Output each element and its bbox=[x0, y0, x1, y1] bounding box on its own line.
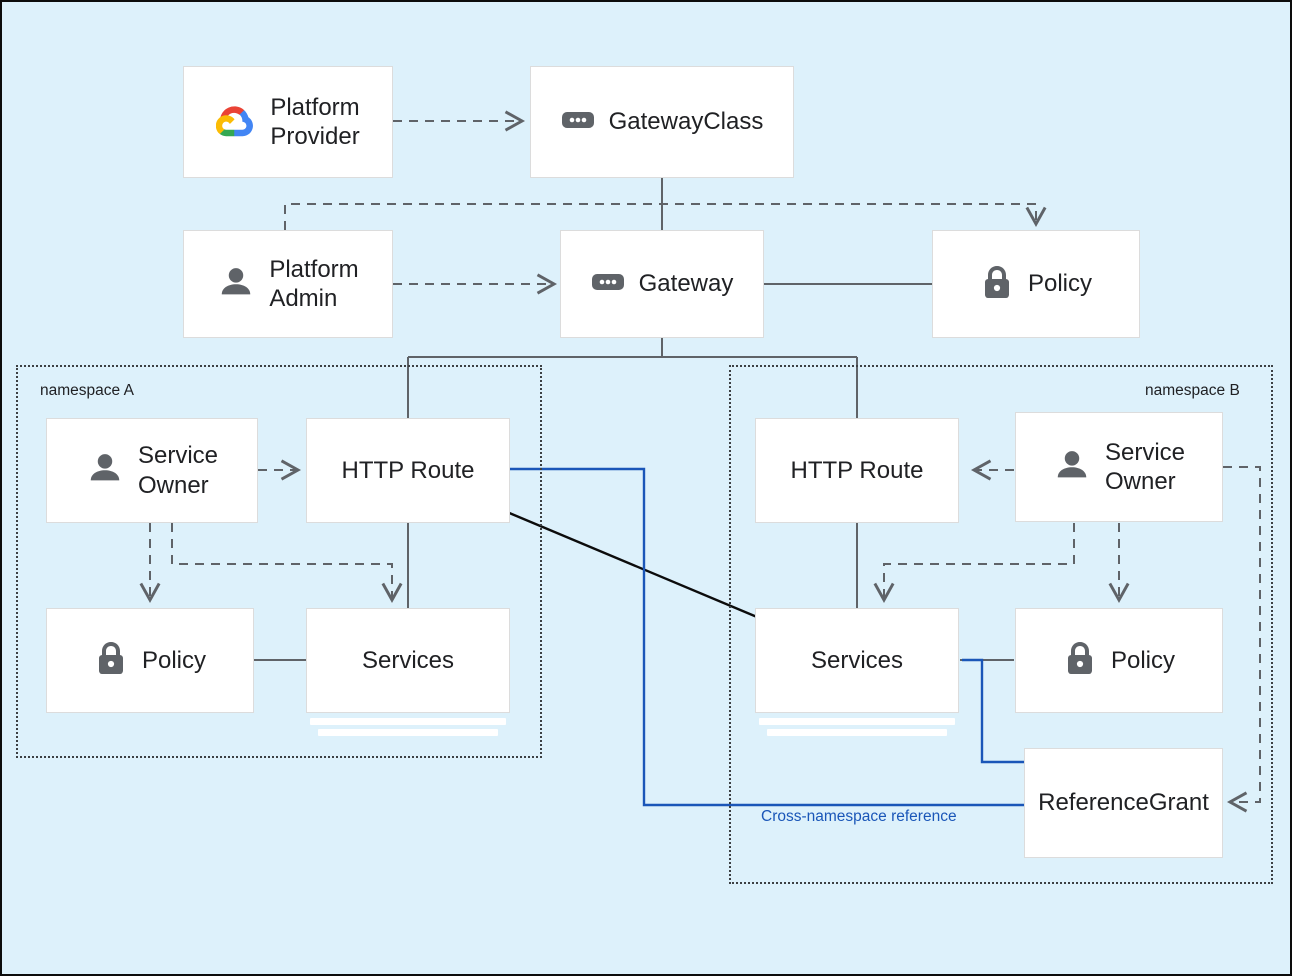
node-services-a-label: Services bbox=[361, 646, 455, 674]
node-reference-grant-label: ReferenceGrant bbox=[1038, 789, 1209, 817]
node-service-owner-b-label: Service Owner bbox=[1104, 438, 1186, 495]
services-a-stack-bar-2 bbox=[318, 729, 498, 736]
edge-route-a-to-services-b bbox=[506, 510, 758, 619]
node-http-route-a-label: HTTP Route bbox=[341, 456, 475, 484]
node-service-owner-a[interactable]: Service Owner bbox=[46, 418, 258, 523]
node-gateway-label: Gateway bbox=[638, 270, 734, 298]
services-a-stack-bar-1 bbox=[310, 718, 506, 725]
node-platform-admin[interactable]: Platform Admin bbox=[183, 230, 393, 338]
namespace-b-container bbox=[729, 365, 1273, 884]
node-platform-admin-label: Platform Admin bbox=[269, 255, 359, 312]
node-platform-provider-label: Platform Provider bbox=[270, 93, 360, 150]
node-service-owner-a-label: Service Owner bbox=[137, 442, 219, 499]
node-http-route-b-label: HTTP Route bbox=[790, 456, 924, 484]
node-policy-b-label: Policy bbox=[1110, 646, 1176, 674]
google-cloud-icon bbox=[216, 100, 256, 145]
namespace-a-container bbox=[16, 365, 542, 758]
person-icon bbox=[217, 263, 255, 306]
node-policy-b[interactable]: Policy bbox=[1015, 608, 1223, 713]
gatewayclass-icon bbox=[561, 108, 595, 137]
node-policy-a[interactable]: Policy bbox=[46, 608, 254, 713]
gateway-icon bbox=[591, 270, 625, 299]
node-service-owner-b[interactable]: Service Owner bbox=[1015, 412, 1223, 522]
namespace-b-label: namespace B bbox=[1145, 382, 1240, 399]
node-gatewayclass-label: GatewayClass bbox=[608, 108, 764, 136]
person-icon bbox=[86, 449, 124, 492]
edge-admin-to-policy bbox=[284, 203, 1047, 230]
node-http-route-b[interactable]: HTTP Route bbox=[755, 418, 959, 523]
node-services-b[interactable]: Services bbox=[755, 608, 959, 713]
node-policy-a-label: Policy bbox=[141, 646, 207, 674]
node-platform-provider[interactable]: Platform Provider bbox=[183, 66, 393, 178]
lock-icon bbox=[94, 639, 128, 682]
lock-icon bbox=[980, 263, 1014, 306]
services-b-stack-bar-1 bbox=[759, 718, 955, 725]
node-policy-top[interactable]: Policy bbox=[932, 230, 1140, 338]
node-services-b-label: Services bbox=[810, 646, 904, 674]
person-icon bbox=[1053, 446, 1091, 489]
node-gateway[interactable]: Gateway bbox=[560, 230, 764, 338]
namespace-a-label: namespace A bbox=[40, 382, 134, 399]
node-policy-top-label: Policy bbox=[1027, 270, 1093, 298]
node-services-a[interactable]: Services bbox=[306, 608, 510, 713]
node-reference-grant[interactable]: ReferenceGrant bbox=[1024, 748, 1223, 858]
node-gatewayclass[interactable]: GatewayClass bbox=[530, 66, 794, 178]
cross-namespace-reference-label: Cross-namespace reference bbox=[761, 808, 957, 825]
lock-icon bbox=[1063, 639, 1097, 682]
services-b-stack-bar-2 bbox=[767, 729, 947, 736]
node-http-route-a[interactable]: HTTP Route bbox=[306, 418, 510, 523]
